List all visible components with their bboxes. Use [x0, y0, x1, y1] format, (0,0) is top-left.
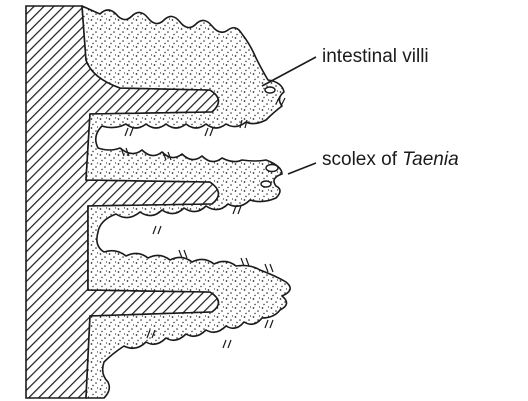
scolex-leader-line: [288, 163, 316, 174]
of-word: of: [381, 149, 397, 170]
scolex-word: scolex: [322, 149, 376, 170]
genus-word: Taenia: [402, 149, 458, 170]
scolex-label: scolex of Taenia: [322, 150, 459, 169]
villi-leader-line: [262, 57, 316, 86]
villi-label: intestinal villi: [322, 47, 429, 66]
